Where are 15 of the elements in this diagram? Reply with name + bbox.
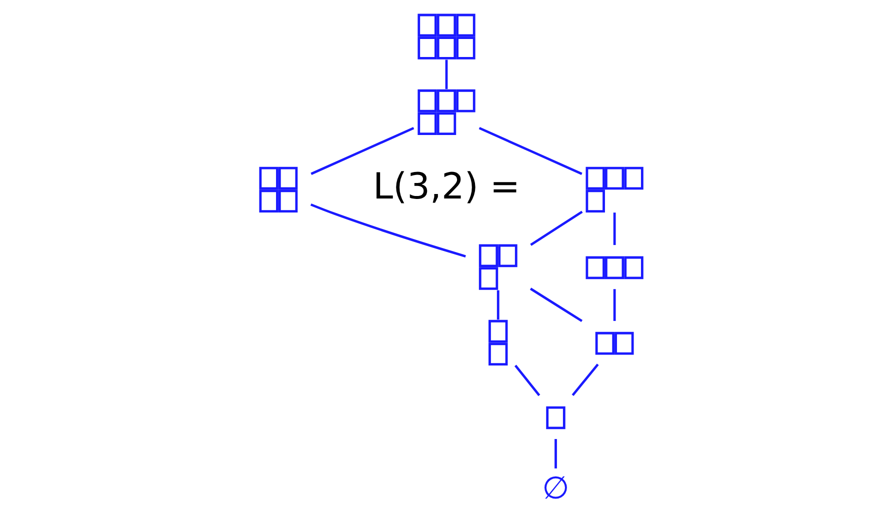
connector [444,59,448,89]
connector [478,126,582,174]
connector [612,212,616,245]
connector [530,210,582,246]
connector [529,287,582,322]
connector [310,126,414,174]
connector [571,363,598,396]
connector [310,202,466,257]
label: L(3,2) = [372,166,520,208]
connector [554,438,556,468]
node-text: ∅ [542,470,569,506]
connector [496,290,499,320]
connector [612,288,616,320]
connector [514,364,540,396]
node-box [546,406,565,429]
